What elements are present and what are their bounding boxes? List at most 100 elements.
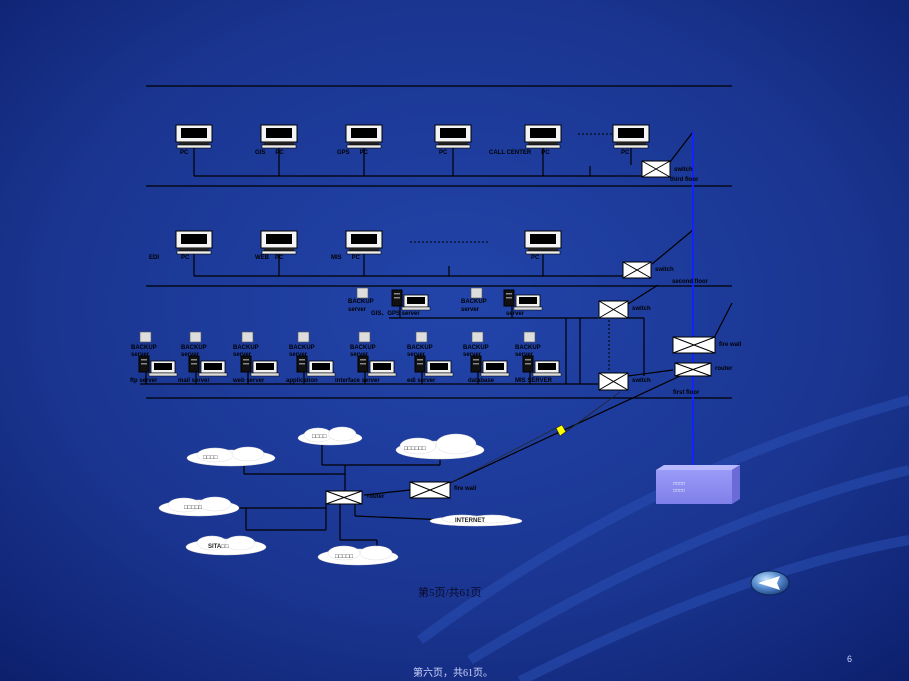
external-firewall-label: fire wall [454,486,477,492]
server-name-label: GIS、GPS server [371,311,420,317]
external-router-label: router [367,494,385,500]
backup-label: BACKUP [463,345,489,351]
page-counter: 第5页/共61页 [418,587,482,599]
pc-label: PC [621,150,630,156]
server-icon [503,289,543,311]
pc-label: PC [439,150,448,156]
pc-label: PC [180,150,189,156]
box-label: □□□□ [673,481,686,487]
cloud-icon [297,426,363,446]
cloud-label: SITA□□ [208,544,229,550]
cloud-label: □□□□□□ [404,446,426,452]
pc-icon [612,124,650,149]
server-name-label: interface server [335,378,380,384]
server-name-label: database [468,378,495,384]
backup-sub-label: server [407,352,426,358]
switch-label: switch [655,267,674,273]
slide-number: 6 [847,654,853,664]
server-name-label: MIS SERVER [515,378,552,384]
server-name-label: edi server [407,378,436,384]
switch-label: switch [632,378,651,384]
server-icon [138,355,178,377]
server-icon [391,289,431,311]
switch-label: switch [674,167,693,173]
server-icon [240,355,280,377]
back-arrow-icon [758,576,780,590]
server-icon [188,355,228,377]
lightning-icon [451,391,621,483]
server-icon [414,355,454,377]
backup-sub-label: server [348,307,367,313]
server-icon [357,355,397,377]
router-label: router [715,366,733,372]
switch-icon [598,372,629,391]
backup-label: BACKUP [181,345,207,351]
box-label: □□□□ [673,488,686,494]
router-icon [325,490,363,505]
pc-icon [345,230,383,255]
server-icon [522,355,562,377]
backup-sub-label: server [461,307,480,313]
cloud-label: □□□□□ [184,505,203,511]
pc-icon [175,230,213,255]
pc-icon [175,124,213,149]
backup-sub-label: server [463,352,482,358]
backup-sub-label: server [131,352,150,358]
backup-label: BACKUP [350,345,376,351]
firewall-label: fire wall [719,342,742,348]
pc-icon [524,124,562,149]
server-icon [296,355,336,377]
cloud-icon [429,514,523,527]
cloud-label: □□□□ [312,434,327,440]
cloud-icon [186,446,276,467]
cloud-icon [185,535,267,556]
pc-label: PC [531,255,540,261]
pc-icon [345,124,383,149]
cloud-icon [158,496,240,517]
third-floor-label: third floor [670,177,699,183]
backup-server-icon [139,331,536,343]
cloud-icon [317,545,399,566]
backup-label: BACKUP [289,345,315,351]
backup-server-icon [356,287,483,299]
server-name-label: application [286,378,318,384]
backup-sub-label: server [350,352,369,358]
switch-icon [598,300,629,319]
backup-label: BACKUP [515,345,541,351]
cloud-label: □□□□□ [335,554,354,560]
first-floor-label: first floor [673,390,700,396]
backup-label: BACKUP [348,299,374,305]
backup-sub-label: server [233,352,252,358]
switch-icon [622,261,652,279]
server-name-label: ftp server [130,378,158,384]
data-center-box [656,465,740,504]
backup-sub-label: server [515,352,534,358]
switch-icon [641,160,671,178]
cloud-icon [395,433,485,460]
back-button[interactable] [750,570,790,596]
pc-icon [434,124,472,149]
second-floor-label: second floor [672,279,709,285]
firewall-icon [409,481,451,499]
server-name-label: mail server [178,378,210,384]
footer-text: 第六页，共61页。 [413,668,493,679]
pc-icon [260,124,298,149]
internet-cloud-label: INTERNET [455,518,485,524]
server-name-label: web server [233,378,265,384]
backup-label: BACKUP [407,345,433,351]
firewall-icon [672,336,716,354]
backup-sub-label: server [181,352,200,358]
server-name-label: server [506,311,525,317]
router-icon [674,362,712,377]
backup-label: BACKUP [461,299,487,305]
pc-icon [524,230,562,255]
pc-icon [260,230,298,255]
